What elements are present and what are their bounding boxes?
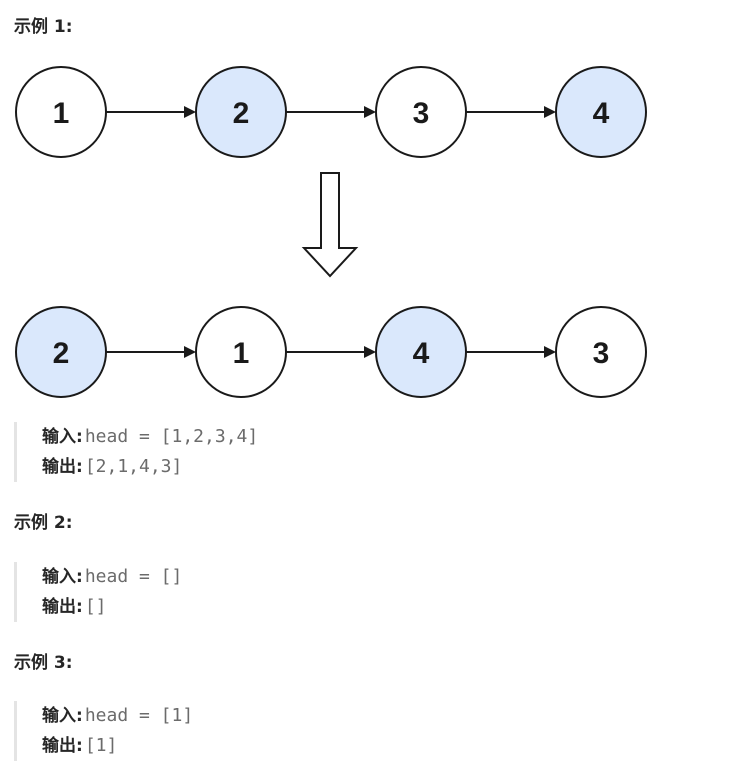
list-node: 2 (15, 306, 107, 398)
output-value: [] (84, 596, 107, 617)
input-label: 输入: (42, 427, 83, 447)
node-value: 3 (413, 97, 430, 130)
linked-list-swap-diagram: 1 2 3 4 2 1 4 (15, 66, 647, 398)
output-value: [2,1,4,3] (84, 456, 183, 477)
node-value: 1 (233, 337, 250, 370)
node-circle (15, 66, 107, 158)
node-circle (555, 306, 647, 398)
output-label: 输出: (42, 736, 83, 756)
input-value: head = [] (84, 566, 183, 587)
node-circle (375, 306, 467, 398)
list-node: 2 (195, 66, 287, 158)
node-value: 4 (593, 97, 610, 130)
input-line: 输入:head = [] (42, 562, 182, 592)
example-1-io-block: 输入:head = [1,2,3,4] 输出:[2,1,4,3] (14, 422, 258, 482)
example-3-io-block: 输入:head = [1] 输出:[1] (14, 701, 193, 761)
list-node: 3 (375, 66, 467, 158)
node-circle (555, 66, 647, 158)
before-list: 1 2 3 4 (15, 66, 647, 158)
list-node: 4 (375, 306, 467, 398)
example-3-heading: 示例 3: (14, 653, 73, 673)
input-label: 输入: (42, 706, 83, 726)
output-value: [1] (84, 735, 118, 756)
node-circle (195, 306, 287, 398)
node-value: 3 (593, 337, 610, 370)
output-label: 输出: (42, 597, 83, 617)
link-arrow-head (364, 346, 376, 358)
list-node: 4 (555, 66, 647, 158)
node-value: 2 (233, 97, 250, 130)
input-value: head = [1] (84, 705, 194, 726)
output-line: 输出:[1] (42, 731, 193, 761)
node-circle (195, 66, 287, 158)
output-line: 输出:[] (42, 592, 182, 622)
link-arrow-head (184, 346, 196, 358)
example-1-heading: 示例 1: (14, 17, 73, 37)
input-value: head = [1,2,3,4] (84, 426, 259, 447)
link-arrow-head (364, 106, 376, 118)
input-line: 输入:head = [1,2,3,4] (42, 422, 258, 452)
input-label: 输入: (42, 567, 83, 587)
node-value: 1 (53, 97, 70, 130)
node-value: 2 (53, 337, 70, 370)
example-2-io-block: 输入:head = [] 输出:[] (14, 562, 182, 622)
output-line: 输出:[2,1,4,3] (42, 452, 258, 482)
list-node: 1 (195, 306, 287, 398)
transform-down-arrow-icon (301, 172, 359, 278)
example-2-heading: 示例 2: (14, 513, 73, 533)
node-value: 4 (413, 337, 430, 370)
after-list: 2 1 4 3 (15, 306, 647, 398)
link-arrow-head (184, 106, 196, 118)
list-node: 3 (555, 306, 647, 398)
node-circle (15, 306, 107, 398)
link-arrow-head (544, 106, 556, 118)
list-node: 1 (15, 66, 107, 158)
input-line: 输入:head = [1] (42, 701, 193, 731)
link-arrow-head (544, 346, 556, 358)
output-label: 输出: (42, 457, 83, 477)
node-circle (375, 66, 467, 158)
